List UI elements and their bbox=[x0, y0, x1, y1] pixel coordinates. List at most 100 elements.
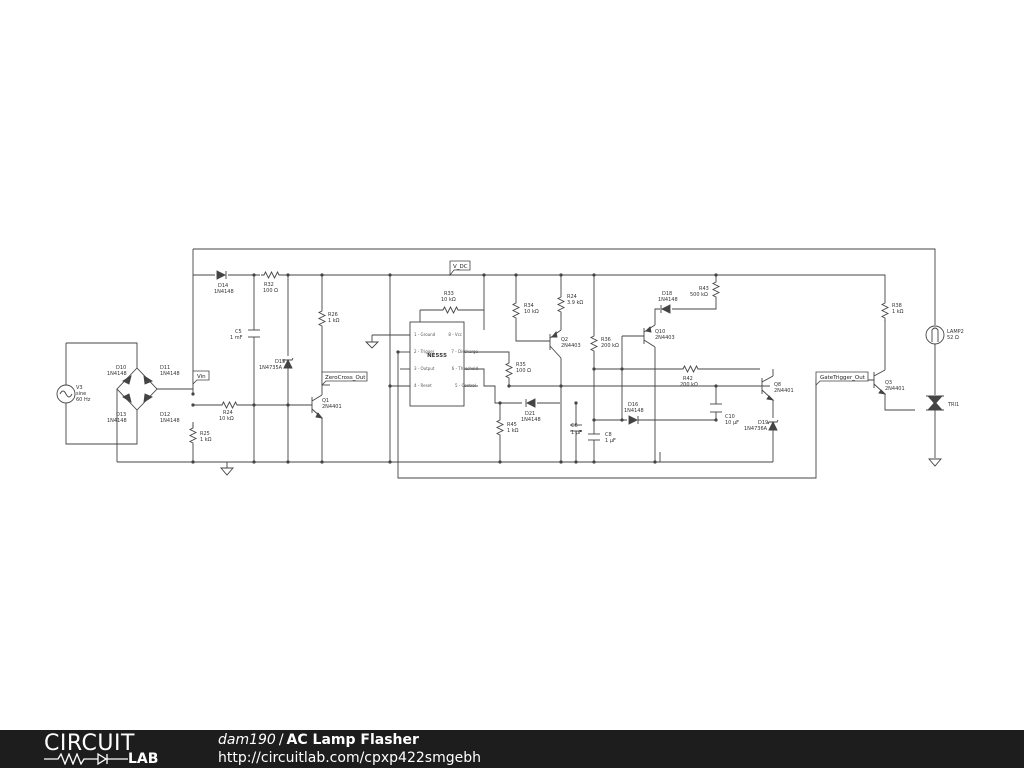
diode-d12: D12 1N4148 bbox=[143, 393, 180, 424]
svg-text:1N4148: 1N4148 bbox=[214, 289, 234, 295]
svg-text:1 µF: 1 µF bbox=[571, 430, 582, 436]
ic-ne555: 1 - Ground 2 - Trigger 3 - Output 4 - Re… bbox=[409, 321, 479, 407]
svg-text:100 Ω: 100 Ω bbox=[263, 288, 278, 294]
svg-text:R43: R43 bbox=[699, 286, 709, 292]
svg-text:D15: D15 bbox=[275, 359, 285, 365]
resistor-r43: R43 500 kΩ bbox=[690, 278, 720, 301]
resistor-r24-a: R24 10 kΩ bbox=[218, 401, 241, 422]
svg-text:10 kΩ: 10 kΩ bbox=[524, 309, 539, 315]
svg-text:C8: C8 bbox=[605, 432, 612, 438]
svg-text:D12: D12 bbox=[160, 412, 170, 418]
transistor-q3: Q3 2N4401 bbox=[873, 369, 905, 395]
circuit-url-link[interactable]: http://circuitlab.com/cpxp422smgebh bbox=[218, 750, 481, 766]
lamp-lamp2: LAMP2 52 Ω bbox=[925, 325, 964, 345]
circuitlab-logo[interactable]: CIRCUIT LAB bbox=[44, 732, 174, 766]
resistor-r36: R36 200 kΩ bbox=[590, 332, 619, 355]
zener-d15: D15 1N4735A bbox=[259, 357, 294, 371]
svg-text:3.9 kΩ: 3.9 kΩ bbox=[567, 300, 583, 306]
svg-text:GateTrigger_Out: GateTrigger_Out bbox=[820, 375, 866, 381]
source-v3: V3 sine 60 Hz bbox=[56, 384, 91, 404]
capacitor-c5: C5 1 mF bbox=[230, 329, 260, 341]
svg-text:1N4148: 1N4148 bbox=[160, 371, 180, 377]
svg-text:R38: R38 bbox=[892, 303, 902, 309]
svg-text:500 kΩ: 500 kΩ bbox=[690, 292, 708, 298]
diode-d16: D16 1N4148 bbox=[624, 402, 644, 425]
resistor-r26: R26 1 kΩ bbox=[318, 307, 340, 330]
transistor-q2: Q2 2N4403 bbox=[549, 329, 581, 359]
diode-d21: D21 1N4148 bbox=[521, 398, 541, 423]
svg-text:R34: R34 bbox=[524, 303, 534, 309]
svg-text:R35: R35 bbox=[516, 362, 526, 368]
svg-text:1N4736A: 1N4736A bbox=[744, 426, 768, 432]
junction-dots bbox=[191, 273, 718, 464]
resistor-r34: R34 10 kΩ bbox=[512, 299, 539, 322]
triac-tri1: TRI1 bbox=[926, 395, 959, 411]
resistor-r24-b: R24 3.9 kΩ bbox=[557, 293, 583, 316]
svg-text:8 - Vcc: 8 - Vcc bbox=[448, 332, 462, 337]
svg-text:1N4148: 1N4148 bbox=[107, 418, 127, 424]
svg-text:5 - Control: 5 - Control bbox=[455, 383, 476, 388]
svg-text:R24: R24 bbox=[223, 410, 233, 416]
svg-text:Q1: Q1 bbox=[322, 398, 329, 404]
svg-text:1N4148: 1N4148 bbox=[160, 418, 180, 424]
svg-text:2N4401: 2N4401 bbox=[322, 404, 342, 410]
transistor-q8: Q8 2N4401 bbox=[716, 375, 794, 401]
svg-text:2N4401: 2N4401 bbox=[774, 388, 794, 394]
resistor-r42: R42 200 kΩ bbox=[679, 365, 702, 388]
svg-text:2N4401: 2N4401 bbox=[885, 386, 905, 392]
svg-text:LAMP2: LAMP2 bbox=[947, 329, 964, 335]
svg-text:D10: D10 bbox=[116, 365, 126, 371]
capacitor-c8: C8 1 µF bbox=[588, 432, 616, 444]
svg-text:200 kΩ: 200 kΩ bbox=[601, 343, 619, 349]
svg-text:R32: R32 bbox=[264, 282, 274, 288]
svg-text:D14: D14 bbox=[218, 283, 228, 289]
resistor-wave-icon bbox=[44, 753, 128, 765]
svg-text:7 - Discharge: 7 - Discharge bbox=[451, 349, 478, 354]
zener-d19: D19 1N4736A bbox=[744, 419, 779, 432]
svg-text:sine: sine bbox=[76, 391, 86, 397]
svg-text:D19: D19 bbox=[758, 420, 768, 426]
svg-text:C10: C10 bbox=[725, 414, 735, 420]
svg-text:Q8: Q8 bbox=[774, 382, 781, 388]
resistor-r25: R25 1 kΩ bbox=[189, 424, 212, 447]
circuit-title-line: dam190/AC Lamp Flasher bbox=[218, 732, 419, 749]
author-link[interactable]: dam190 bbox=[218, 732, 276, 748]
diode-d11: D11 1N4148 bbox=[143, 365, 180, 385]
svg-text:D16: D16 bbox=[628, 402, 638, 408]
svg-text:ZeroCross_Out: ZeroCross_Out bbox=[325, 375, 366, 381]
svg-text:3 - Output: 3 - Output bbox=[414, 366, 435, 371]
title-separator: / bbox=[278, 732, 284, 748]
net-label-vin: Vin bbox=[192, 370, 210, 385]
svg-text:C6: C6 bbox=[571, 423, 578, 429]
resistor-r32: R32 100 Ω bbox=[260, 271, 283, 294]
svg-text:R26: R26 bbox=[328, 312, 338, 318]
svg-text:60 Hz: 60 Hz bbox=[76, 397, 91, 403]
svg-text:100 Ω: 100 Ω bbox=[516, 368, 531, 374]
svg-text:D21: D21 bbox=[525, 411, 535, 417]
net-label-zerocross-out: ZeroCross_Out bbox=[321, 371, 368, 386]
svg-text:NE555: NE555 bbox=[427, 353, 447, 359]
svg-text:1N4148: 1N4148 bbox=[658, 297, 678, 303]
resistor-r45: R45 1 kΩ bbox=[496, 416, 519, 439]
svg-text:Q3: Q3 bbox=[885, 380, 892, 386]
circuit-title[interactable]: AC Lamp Flasher bbox=[286, 732, 419, 748]
svg-text:2N4403: 2N4403 bbox=[655, 335, 675, 341]
svg-text:1 - Ground: 1 - Ground bbox=[414, 332, 436, 337]
wire-network bbox=[65, 248, 936, 479]
svg-text:1N4148: 1N4148 bbox=[521, 417, 541, 423]
ground-symbols bbox=[220, 335, 942, 476]
svg-text:4 - Reset: 4 - Reset bbox=[414, 383, 432, 388]
svg-text:R36: R36 bbox=[601, 337, 611, 343]
svg-text:6 - Threshold: 6 - Threshold bbox=[452, 366, 479, 371]
svg-text:1 µF: 1 µF bbox=[605, 438, 616, 444]
svg-text:R25: R25 bbox=[200, 431, 210, 437]
logo-text-lab: LAB bbox=[128, 751, 159, 767]
footer-bar: CIRCUIT LAB dam190/AC Lamp Flasher http:… bbox=[0, 730, 1024, 768]
svg-text:1 kΩ: 1 kΩ bbox=[200, 437, 212, 443]
svg-text:10 kΩ: 10 kΩ bbox=[219, 416, 234, 422]
svg-text:200 kΩ: 200 kΩ bbox=[680, 382, 698, 388]
logo-text-circuit: CIRCUIT bbox=[44, 731, 135, 756]
net-label-v-dc: V_DC bbox=[449, 260, 471, 277]
svg-text:52 Ω: 52 Ω bbox=[947, 335, 959, 341]
transistor-q10: Q10 2N4403 bbox=[643, 324, 675, 348]
